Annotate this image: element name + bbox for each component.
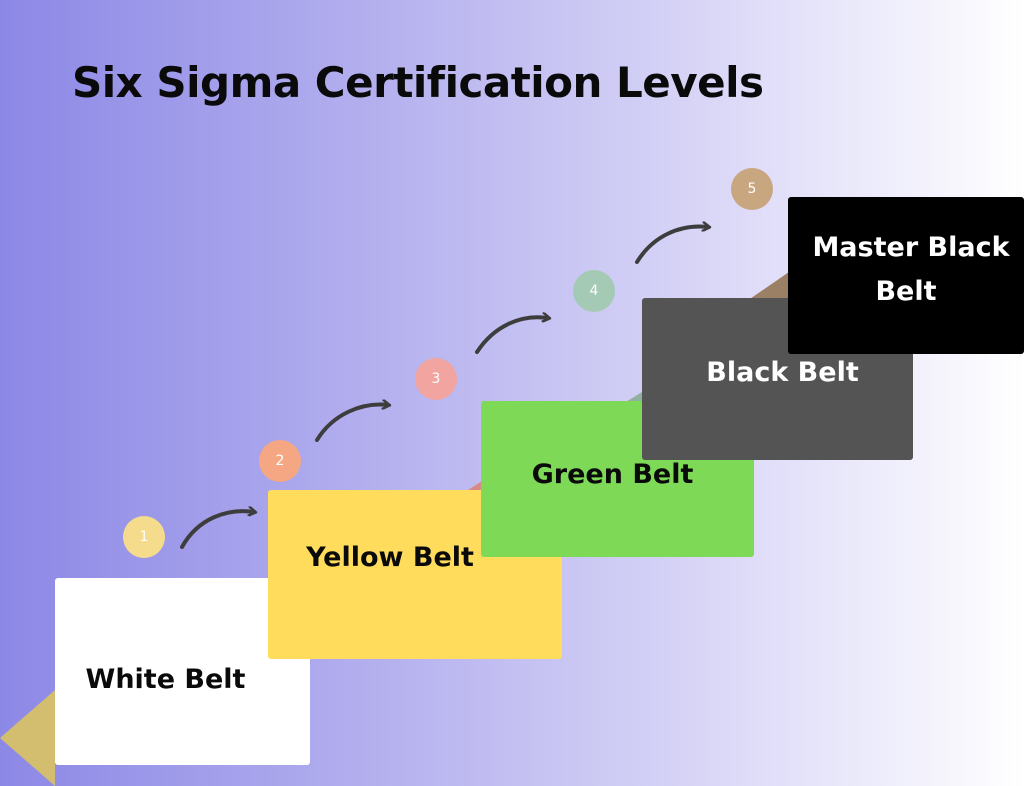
arrow-1-to-2 <box>180 511 254 549</box>
arrow-4-to-5 <box>635 227 708 264</box>
master-black-belt-label-line-1: Master Black <box>812 232 1010 264</box>
black-belt-label: Black Belt <box>706 357 859 389</box>
step-number-3: 3 <box>415 358 457 400</box>
white-belt-label: White Belt <box>85 663 246 695</box>
step-number-2: 2 <box>259 440 301 482</box>
master-black-belt-box: Master Black Belt <box>788 197 1024 354</box>
yellow-belt-label: Yellow Belt <box>306 542 474 574</box>
green-belt-label: Green Belt <box>531 459 694 491</box>
step-number-1: 1 <box>123 516 165 558</box>
page-title: Six Sigma Certification Levels <box>72 58 764 107</box>
white-belt-box: White Belt <box>55 578 310 765</box>
progression-arrows <box>180 0 1024 549</box>
master-black-belt-label-line-2: Belt <box>875 275 937 307</box>
arrow-3-to-4 <box>475 317 548 354</box>
arrow-2-to-3 <box>315 405 388 442</box>
step-number-4: 4 <box>573 270 615 312</box>
step-number-5: 5 <box>731 168 773 210</box>
